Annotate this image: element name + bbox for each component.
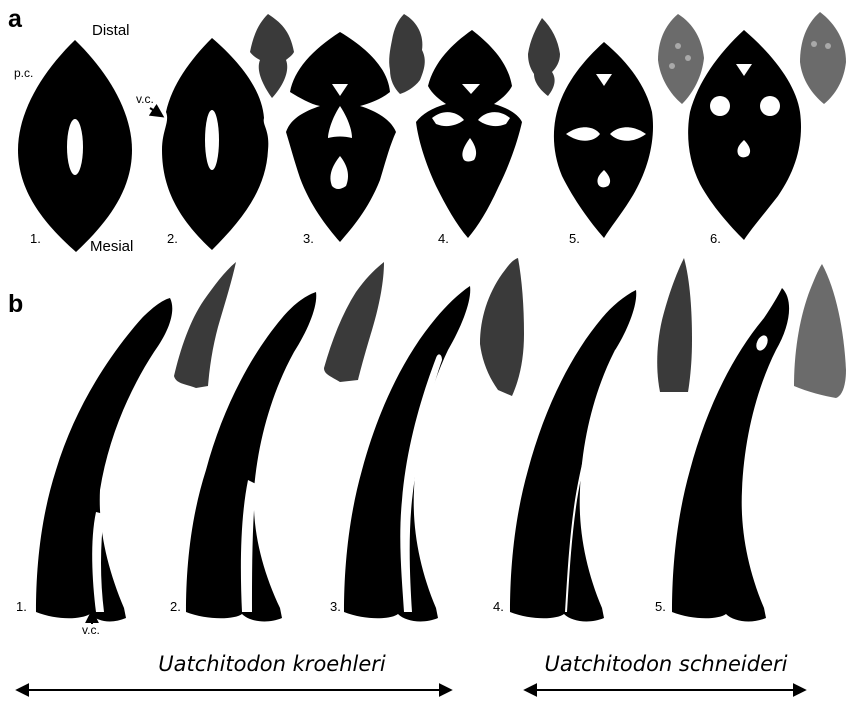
a-number-5: 5. xyxy=(569,231,580,246)
cross-section-a4 xyxy=(416,30,522,238)
cross-section-a1 xyxy=(18,40,132,252)
cross-section-a2 xyxy=(162,38,268,250)
pc-label: p.c. xyxy=(14,66,33,80)
species-label-schneideri: Uatchitodon schneideri xyxy=(545,652,788,676)
b-number-2: 2. xyxy=(170,599,181,614)
tooth-photo-b1 xyxy=(174,262,236,388)
mesial-label: Mesial xyxy=(90,238,133,255)
a-number-4: 4. xyxy=(438,231,449,246)
vc-arrow-a xyxy=(150,108,162,116)
distal-label: Distal xyxy=(92,22,130,39)
b-number-4: 4. xyxy=(493,599,504,614)
tooth-photo-a5 xyxy=(658,14,704,104)
a-number-1: 1. xyxy=(30,231,41,246)
b-number-3: 3. xyxy=(330,599,341,614)
tooth-photo-b5 xyxy=(794,264,846,398)
vc-label-a: v.c. xyxy=(136,92,154,106)
tooth-photo-a4 xyxy=(528,18,560,96)
tooth-photo-a2 xyxy=(250,14,294,98)
panel-a-letter: a xyxy=(8,5,23,33)
tooth-photo-b2 xyxy=(324,262,384,382)
a-number-2: 2. xyxy=(167,231,178,246)
b-number-5: 5. xyxy=(655,599,666,614)
cross-section-a5 xyxy=(554,42,653,238)
tooth-profile-b4 xyxy=(510,290,636,621)
a-number-6: 6. xyxy=(710,231,721,246)
tooth-photo-b3 xyxy=(480,258,524,396)
a-number-3: 3. xyxy=(303,231,314,246)
tooth-photo-a6 xyxy=(800,12,846,104)
tooth-profile-b1 xyxy=(36,298,172,621)
vc-label-b: v.c. xyxy=(82,623,100,637)
cross-section-a3 xyxy=(286,32,396,242)
panel-b-letter: b xyxy=(8,290,23,318)
tooth-photo-b4 xyxy=(657,258,692,392)
tooth-photo-a3 xyxy=(389,14,425,94)
cross-section-a6 xyxy=(688,30,801,240)
species-label-kroehleri: Uatchitodon kroehleri xyxy=(158,652,386,676)
b-number-1: 1. xyxy=(16,599,27,614)
